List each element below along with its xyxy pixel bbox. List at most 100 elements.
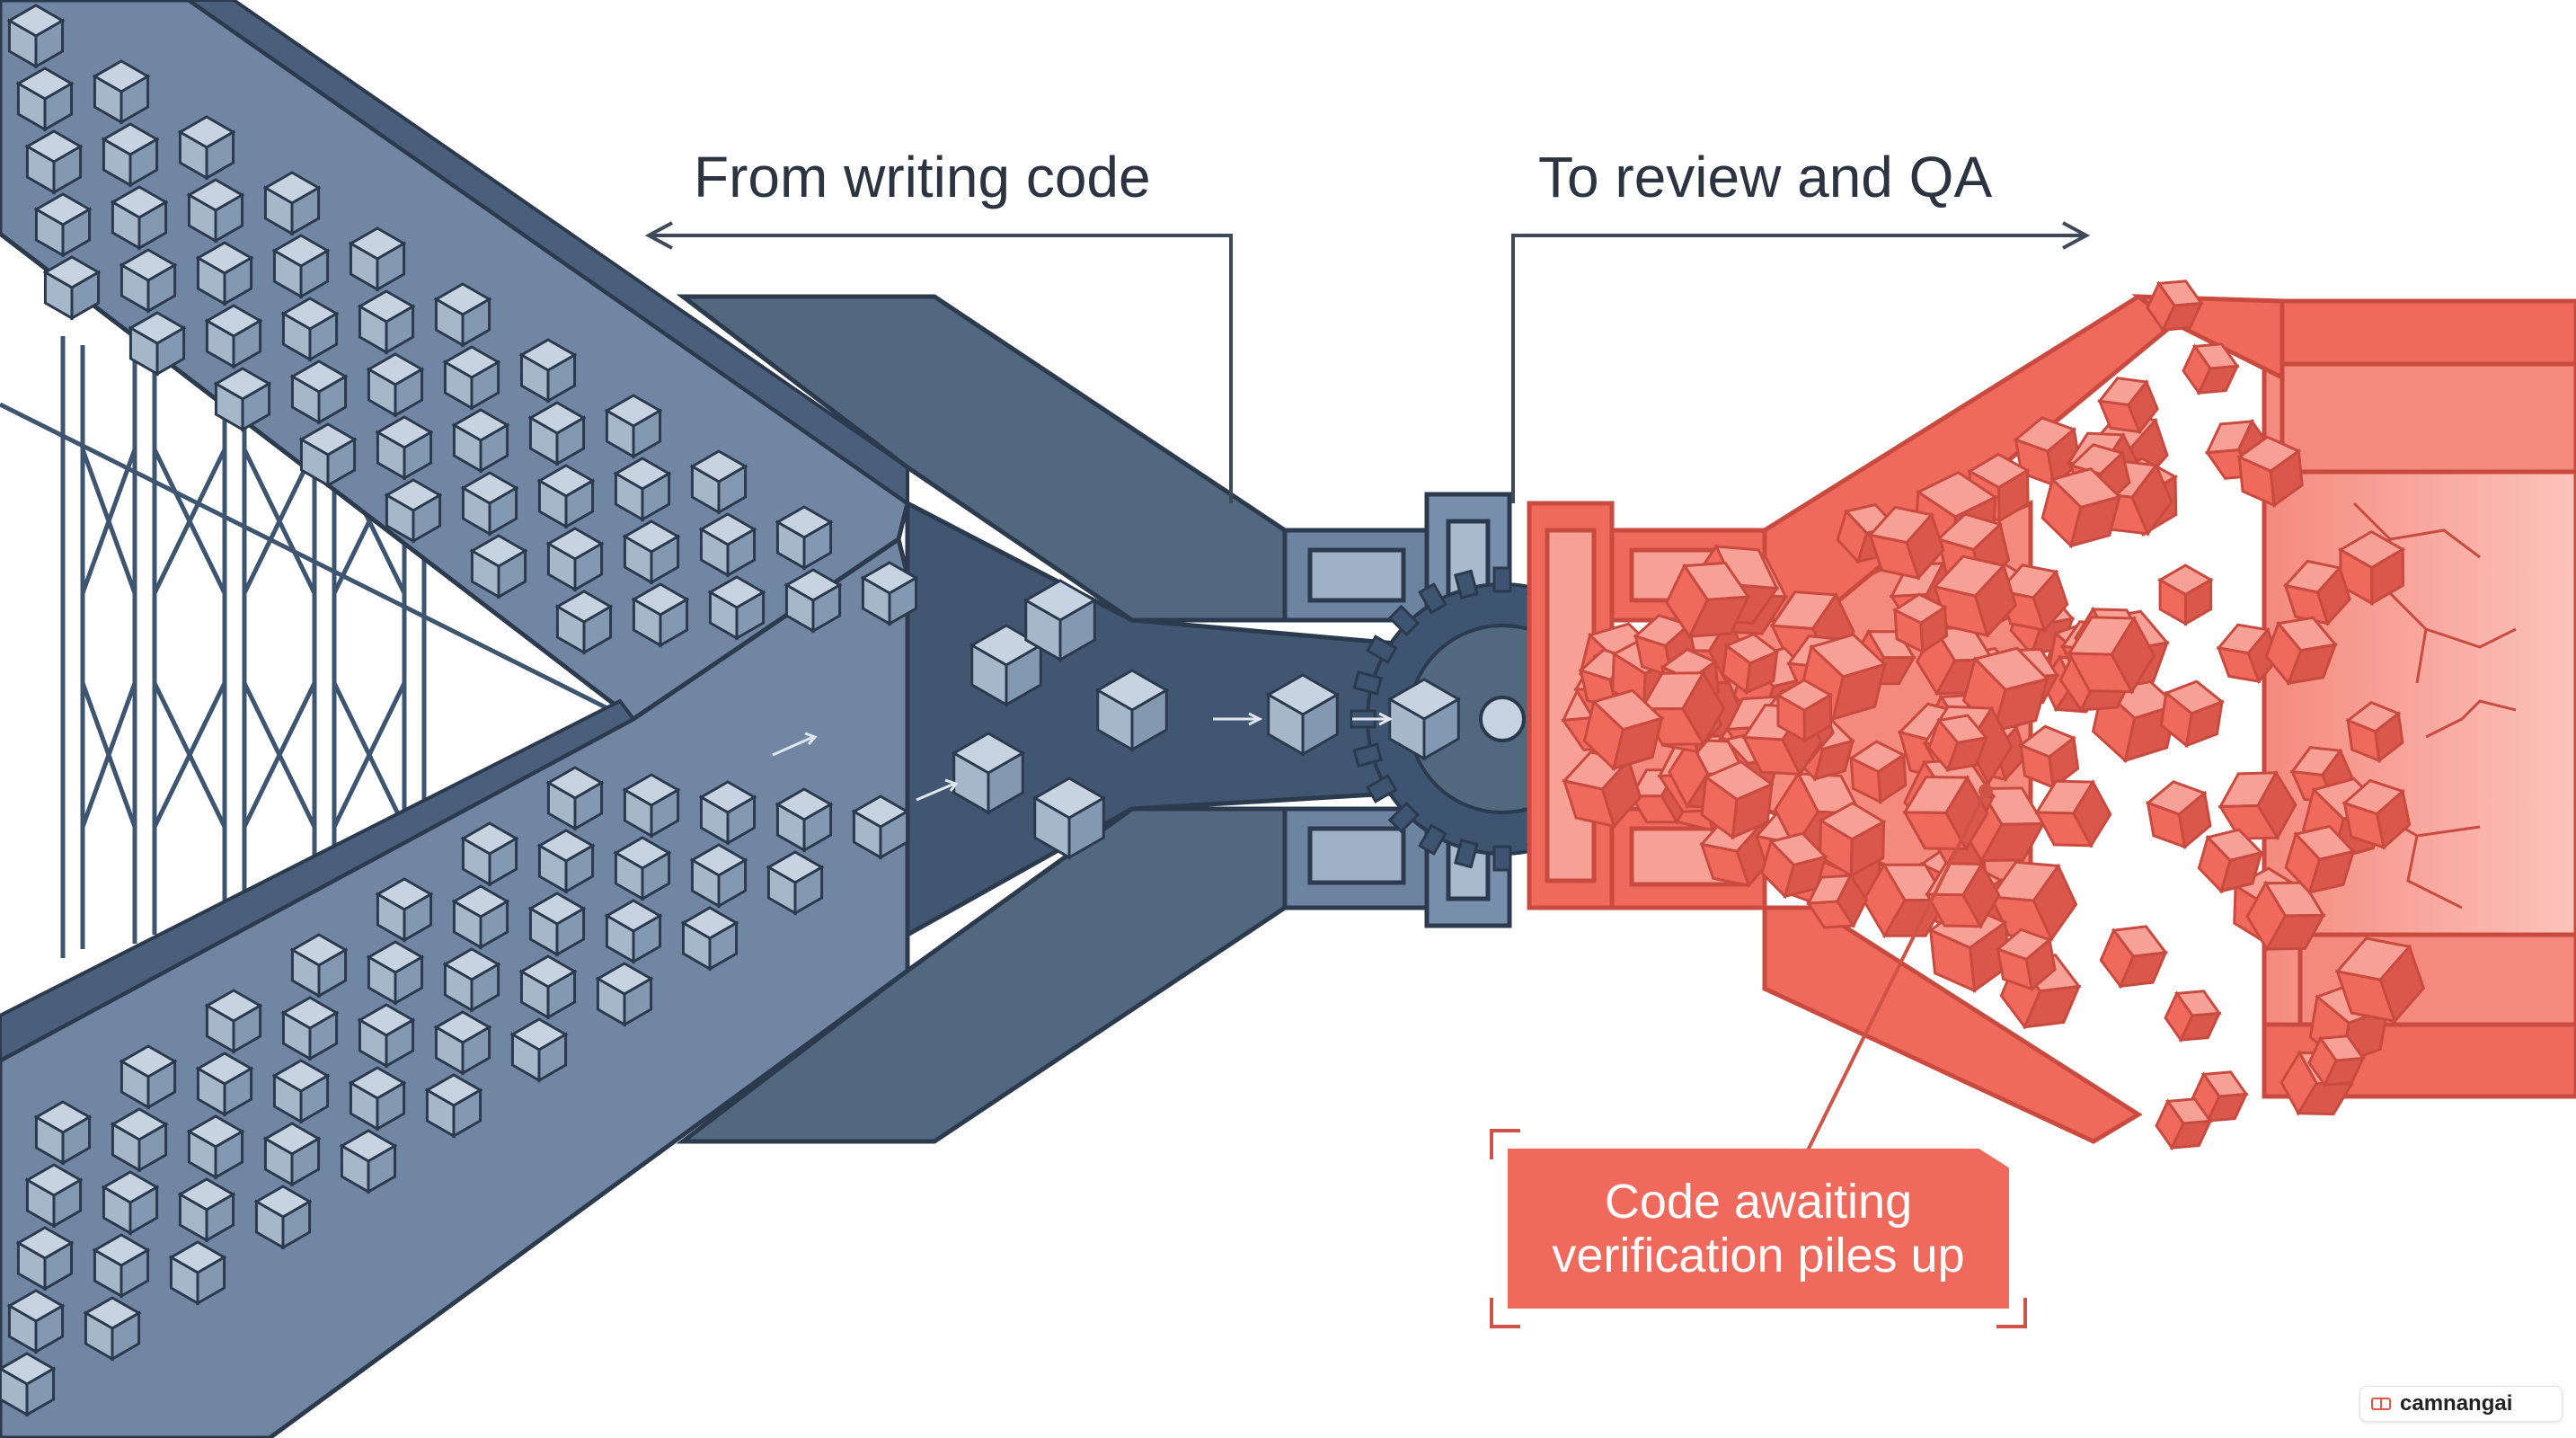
code-block-cube (545, 527, 605, 592)
code-block-cube (2236, 435, 2304, 508)
code-block-cube (613, 836, 672, 901)
code-block-cube (433, 282, 492, 348)
code-block-cube (348, 226, 407, 292)
code-block-cube (622, 773, 681, 839)
code-block-cube (604, 394, 663, 459)
code-block-cube (186, 1114, 245, 1180)
code-block-cube (92, 59, 151, 125)
callout-line-2: verification piles up (1552, 1229, 1965, 1283)
code-block-cube (2099, 925, 2169, 990)
target-stage-label: To review and QA (1538, 145, 1993, 209)
code-block-cube (2145, 780, 2212, 850)
code-block-cube (2345, 700, 2404, 764)
code-block-cube (289, 933, 349, 999)
code-block-cube (604, 899, 663, 964)
code-block-cube (339, 1129, 398, 1194)
code-block-cube (1722, 632, 1780, 696)
code-block-cube (2217, 769, 2297, 841)
code-block-cube (689, 843, 748, 909)
code-block-cube (1818, 801, 1887, 878)
code-block-cube (2334, 936, 2426, 1025)
code-block-cube (262, 1122, 322, 1187)
code-block-cube (2341, 778, 2412, 850)
code-block-cube (707, 575, 766, 641)
code-block-cube (433, 1010, 492, 1076)
red-pipe (2131, 294, 2576, 1099)
code-block-cube (2040, 466, 2122, 549)
code-block-cube (1700, 759, 1775, 840)
code-block-cube (698, 780, 757, 846)
code-block-cube (1022, 579, 1098, 662)
code-block-cube (1665, 561, 1751, 640)
code-block-cube (110, 1107, 169, 1173)
code-block-cube (24, 1163, 84, 1229)
callout-leader (1490, 784, 2027, 1328)
code-block-cube (366, 352, 425, 418)
code-block-cube (15, 1226, 75, 1292)
code-block-cube (1925, 861, 2001, 929)
code-block-cube (204, 304, 263, 369)
code-block-cube (83, 1296, 142, 1362)
red-lower-housing (1762, 905, 2143, 1144)
code-block-cube (42, 255, 102, 321)
camnangai-logo-icon (2371, 1398, 2391, 1410)
code-block-cube (469, 534, 528, 599)
code-block-cube (33, 1100, 93, 1166)
code-block-cube (1094, 669, 1170, 752)
code-block-cube (262, 171, 322, 236)
code-block-cube (460, 471, 519, 537)
code-block-cube (0, 1352, 57, 1417)
code-block-cube (1800, 633, 1888, 722)
code-block-cube (783, 568, 843, 634)
code-block-cube (366, 940, 425, 1006)
code-block-cube (442, 345, 501, 411)
code-block-cube (698, 512, 757, 578)
arrow-right-icon (1511, 221, 2091, 503)
code-block-cube (451, 408, 510, 474)
code-block-cube (1760, 831, 1828, 900)
code-block-cube (177, 1177, 236, 1243)
source-stage-label: From writing code (694, 145, 1151, 209)
watermark-text: camnangai (2400, 1391, 2513, 1416)
code-block-cube (689, 449, 748, 515)
code-block-cube (375, 877, 434, 943)
code-block-cube (177, 115, 236, 181)
code-block-cube (101, 1170, 160, 1236)
code-block-cube (860, 561, 919, 626)
code-block-cube (2197, 828, 2264, 894)
code-block-cube (951, 732, 1026, 815)
code-block-cube (775, 505, 834, 571)
code-block-cube (1848, 740, 1908, 804)
code-block-cube (1902, 775, 1989, 852)
code-block-cube (2159, 679, 2226, 749)
code-block-cube (1806, 873, 1869, 929)
watermark-badge[interactable]: camnangai (2359, 1386, 2563, 1422)
code-block-cube (1867, 505, 1945, 581)
code-block-cube (357, 289, 416, 355)
code-block-cube (2034, 779, 2112, 848)
code-block-cube (195, 1052, 254, 1117)
code-block-cube (2164, 990, 2222, 1043)
code-block-cube (128, 311, 187, 377)
code-block-cube (1775, 678, 1834, 743)
code-block-cube (271, 1059, 331, 1124)
code-block-cube (1265, 673, 1341, 757)
flow-arrows (772, 712, 1394, 802)
code-block-cube (168, 1240, 227, 1306)
code-blocks-queue (0, 4, 1462, 1417)
code-block-cube (280, 996, 340, 1061)
code-block-cube (2155, 1097, 2213, 1151)
code-block-cube (271, 234, 331, 299)
code-block-cube (6, 1289, 66, 1354)
code-block-cube (2097, 377, 2159, 435)
code-block-cube (509, 1017, 569, 1083)
code-block-cube (119, 248, 178, 314)
code-block-cube (110, 185, 169, 251)
code-block-cube (622, 519, 681, 585)
code-block-cube (536, 464, 596, 529)
code-block-cube (2067, 616, 2156, 695)
code-block-cube (33, 192, 93, 258)
callout-line-1: Code awaiting (1604, 1175, 1913, 1229)
code-block-cube (1995, 928, 2057, 992)
